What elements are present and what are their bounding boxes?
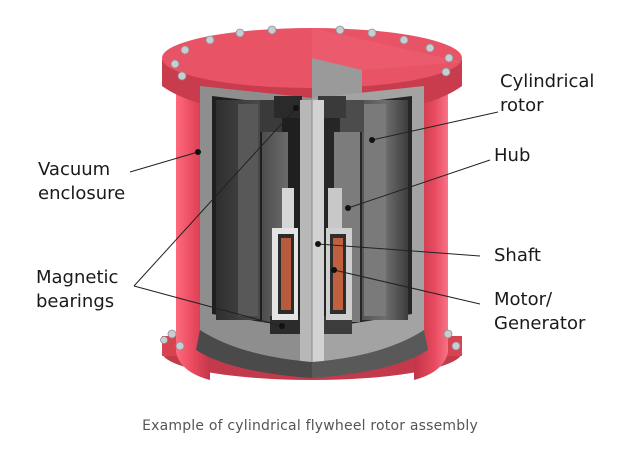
label-shaft: Shaft	[494, 245, 541, 266]
callout-line-motor-generator	[333, 269, 481, 305]
callout-dots	[195, 105, 375, 329]
callout-line-magnetic-bearing-top	[133, 107, 297, 287]
flange-bolts	[160, 25, 461, 351]
callout-lines	[129, 107, 499, 327]
enclosure-base	[196, 330, 428, 378]
callout-line-shaft	[317, 243, 481, 257]
label-motor-generator: Motor/ Generator	[494, 289, 586, 334]
callout-line-vacuum-enclosure	[129, 151, 199, 173]
figure-caption: Example of cylindrical flywheel rotor as…	[142, 418, 478, 434]
label-cylindrical-rotor: Cylindrical rotor	[500, 71, 595, 116]
motor-generator	[272, 228, 352, 320]
label-magnetic-bearings: Magnetic bearings	[36, 267, 119, 312]
label-vacuum-enclosure: Vacuum enclosure	[38, 159, 126, 204]
cylindrical-rotor	[216, 100, 408, 320]
callout-line-magnetic-bearing-bottom	[133, 285, 283, 327]
callout-line-hub	[347, 159, 491, 209]
label-hub: Hub	[494, 145, 531, 166]
shaft	[300, 100, 324, 362]
magnetic-bearings	[270, 96, 352, 334]
callout-line-cylindrical-rotor	[371, 111, 499, 141]
